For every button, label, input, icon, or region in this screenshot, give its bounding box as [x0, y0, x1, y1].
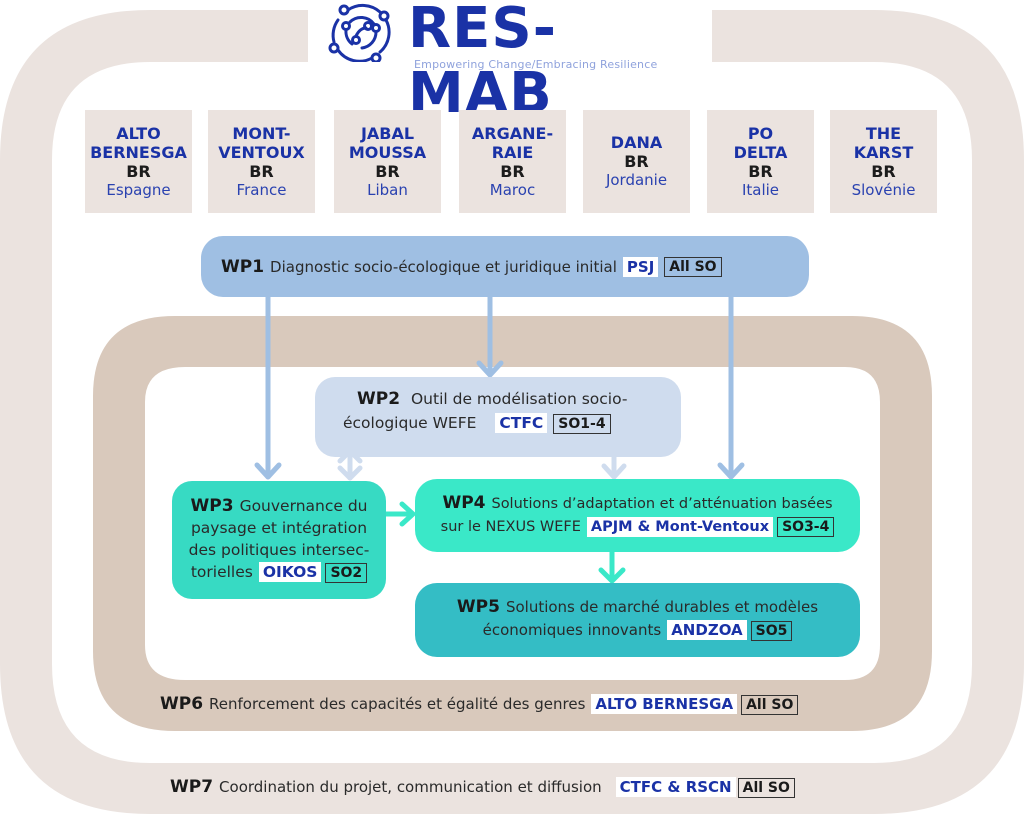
wp7-id: WP7 [170, 777, 214, 797]
wp3-lead-badge: OIKOS [258, 562, 322, 582]
wp6-so-badge: All SO [741, 695, 799, 715]
wp4-title-line2: sur le NEXUS WEFE [440, 519, 581, 535]
wp7-lead-badge: CTFC & RSCN [615, 777, 736, 797]
br-type: BR [500, 161, 525, 181]
br-type: BR [871, 161, 896, 181]
br-name: PO DELTA [733, 123, 788, 162]
arrow-wp3-wp4 [383, 501, 416, 527]
wp6-frame [93, 316, 932, 731]
wp2-id: WP2 [357, 389, 401, 409]
wp3-title-line2: paysage et intégration [190, 519, 368, 537]
arrow-wp4-wp5 [598, 548, 626, 584]
wp5-so-badge: SO5 [750, 621, 793, 641]
wp2-title-line1: Outil de modélisation socio- [410, 390, 628, 408]
wp4-title-line1: Solutions d’adaptation et d’atténuation … [491, 496, 833, 512]
arrow-wp1-wp4 [717, 293, 745, 480]
wp1-lead-badge: PSJ [622, 256, 659, 277]
br-country: Jordanie [605, 171, 668, 189]
br-name: JABAL MOUSSA [348, 123, 427, 162]
br-type: BR [126, 161, 151, 181]
logo: RES-MAB Empowering Change/Embracing Resi… [328, 0, 698, 126]
wp1-title: Diagnostic socio-écologique et juridique… [270, 257, 617, 276]
wp1-id: WP1 [221, 256, 265, 277]
wp4-so-badge: SO3-4 [777, 517, 835, 537]
wp7-so-badge: All SO [737, 778, 795, 798]
wp7-label[interactable]: WP7 Coordination du projet, communication… [170, 777, 795, 798]
wp2-box[interactable]: WP2 Outil de modélisation socio- écologi… [315, 377, 681, 457]
wp3-title-line3: des politiques intersec- [188, 541, 370, 559]
br-type: BR [249, 161, 274, 181]
wp4-id: WP4 [442, 493, 486, 513]
br-country: Slovénie [851, 180, 916, 199]
br-country: Maroc [489, 180, 536, 199]
br-name: ALTO BERNESGA [90, 123, 187, 162]
wp4-box[interactable]: WP4 Solutions d’adaptation et d’atténuati… [415, 479, 860, 552]
arrow-wp2-wp4 [601, 453, 627, 480]
wp5-title-line2: économiques innovants [482, 621, 662, 639]
wp6-label[interactable]: WP6 Renforcement des capacités et égalité… [160, 694, 799, 715]
br-name: ARGANE- RAIE [471, 123, 554, 162]
br-country: Liban [367, 180, 408, 199]
br-name: DANA [610, 133, 663, 152]
logo-tagline: Empowering Change/Embracing Resilience [414, 58, 658, 71]
wp3-id: WP3 [190, 496, 234, 516]
wp1-box[interactable]: WP1 Diagnostic socio-écologique et jurid… [201, 236, 809, 297]
wp5-id: WP5 [456, 597, 500, 617]
wp2-so-badge: SO1-4 [553, 414, 611, 434]
br-type: BR [375, 161, 400, 181]
wp6-lead-badge: ALTO BERNESGA [591, 694, 738, 714]
wp3-title-line4: torielles [190, 563, 253, 581]
br-country: Italie [741, 180, 780, 199]
wp3-box[interactable]: WP3 Gouvernance du paysage et intégration… [172, 481, 386, 599]
wp7-title: Coordination du projet, communication et… [219, 778, 602, 796]
wp5-title-line1: Solutions de marché durables et modèles [505, 598, 819, 616]
br-type: BR [748, 161, 773, 181]
wp5-lead-badge: ANDZOA [667, 620, 747, 640]
wp3-title-line1: Gouvernance du [239, 497, 368, 515]
wp4-lead-badge: APJM & Mont-Ventoux [586, 517, 774, 537]
wp2-lead-badge: CTFC [495, 413, 548, 433]
br-country: Espagne [106, 180, 171, 199]
wp5-box[interactable]: WP5 Solutions de marché durables et modèl… [415, 583, 860, 657]
network-circle-icon [328, 3, 391, 62]
wp6-id: WP6 [160, 694, 204, 714]
wp2-title-line2: écologique WEFE [343, 414, 477, 432]
br-country: France [236, 180, 287, 199]
br-name: MONT- VENTOUX [218, 123, 305, 162]
arrow-wp1-wp2 [476, 293, 504, 378]
wp1-so-badge: All SO [664, 256, 722, 277]
br-type: BR [624, 152, 649, 171]
wp6-title: Renforcement des capacités et égalité de… [209, 695, 586, 713]
arrow-wp1-wp3 [254, 293, 282, 480]
wp3-so-badge: SO2 [325, 563, 368, 583]
br-name: THE KARST [853, 123, 914, 162]
